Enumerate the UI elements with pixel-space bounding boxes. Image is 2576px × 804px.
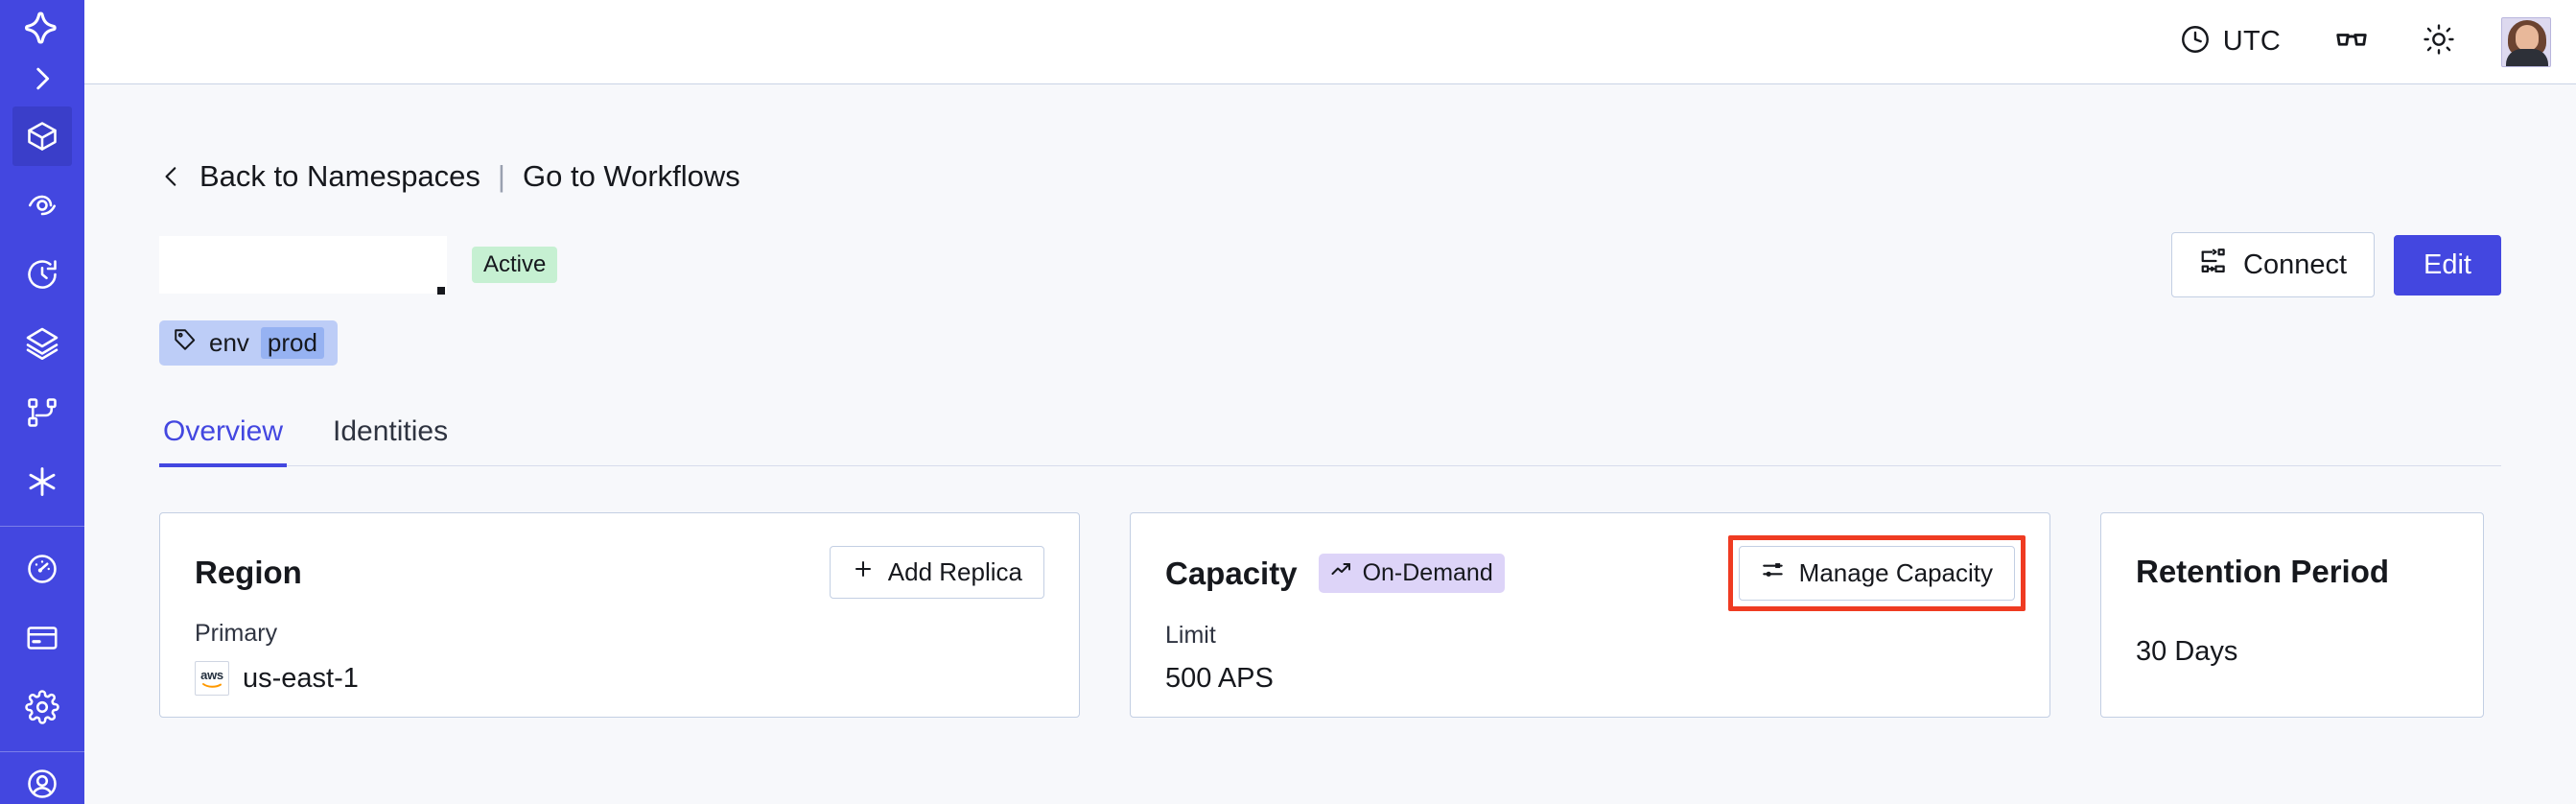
- region-primary-value-row: aws us-east-1: [195, 661, 1044, 696]
- tag-icon: [173, 327, 198, 359]
- sidebar-item-profile[interactable]: [12, 764, 72, 804]
- sidebar-expand-button[interactable]: [0, 56, 84, 102]
- cube-icon: [25, 119, 59, 154]
- temporal-logo-icon: [21, 7, 63, 49]
- edit-button-label: Edit: [2424, 248, 2471, 280]
- region-primary-value: us-east-1: [243, 662, 359, 694]
- region-primary-label: Primary: [195, 620, 278, 647]
- go-to-workflows-link[interactable]: Go to Workflows: [522, 159, 740, 193]
- trend-up-icon: [1330, 558, 1353, 588]
- capacity-limit-label: Limit: [1165, 622, 1216, 649]
- region-card-header: Region Add Replica: [195, 546, 1044, 599]
- aws-icon: aws: [195, 661, 229, 696]
- eye-spiral-icon: [25, 188, 59, 223]
- main-area: UTC: [84, 0, 2576, 804]
- top-bar: UTC: [84, 0, 2576, 84]
- sidebar-item-integrations[interactable]: [12, 452, 72, 511]
- tag-key: env: [209, 328, 249, 357]
- chevron-right-icon: [26, 62, 59, 95]
- credit-card-icon: [25, 621, 59, 655]
- sidebar-item-settings[interactable]: [12, 677, 72, 737]
- page-content: Back to Namespaces | Go to Workflows Act…: [84, 84, 2576, 804]
- avatar[interactable]: [2501, 16, 2551, 67]
- namespace-tags: env prod: [159, 320, 2501, 366]
- capacity-mode-label: On-Demand: [1362, 559, 1493, 586]
- tab-identities[interactable]: Identities: [333, 415, 449, 447]
- sidebar-item-usage[interactable]: [12, 539, 72, 599]
- breadcrumb: Back to Namespaces | Go to Workflows: [159, 159, 2501, 194]
- tag-chip-env[interactable]: env prod: [159, 320, 338, 366]
- retention-card-title: Retention Period: [2136, 554, 2390, 589]
- retention-card: Retention Period 30 Days: [2100, 512, 2484, 718]
- tab-bar: Overview Identities: [159, 415, 2501, 467]
- sun-icon: [2423, 23, 2455, 60]
- clock-arrow-icon: [25, 257, 59, 292]
- chevron-left-icon[interactable]: [159, 160, 184, 193]
- capacity-card: Capacity On-Demand: [1130, 512, 2050, 718]
- sidebar-item-observability[interactable]: [12, 176, 72, 235]
- connect-flow-icon: [2199, 247, 2228, 283]
- sliders-icon: [1761, 557, 1786, 589]
- gear-icon: [25, 690, 59, 724]
- retention-card-header: Retention Period: [2136, 546, 2448, 598]
- glasses-icon: [2334, 22, 2369, 61]
- breadcrumb-divider: |: [497, 159, 505, 193]
- sidebar-secondary-nav: [0, 534, 84, 742]
- theme-toggle-button[interactable]: [2423, 23, 2455, 60]
- user-circle-icon: [25, 767, 59, 801]
- reading-mode-button[interactable]: [2334, 22, 2369, 61]
- sidebar-item-billing[interactable]: [12, 608, 72, 668]
- namespace-name-redacted: [159, 236, 447, 294]
- sidebar-item-namespaces[interactable]: [12, 106, 72, 167]
- add-replica-button[interactable]: Add Replica: [829, 546, 1044, 599]
- region-card-title: Region: [195, 554, 302, 590]
- git-branch-icon: [25, 395, 59, 430]
- avatar-body: [2506, 48, 2548, 66]
- tab-overview[interactable]: Overview: [159, 415, 288, 467]
- sidebar-primary-nav: [0, 102, 84, 516]
- asterisk-icon: [25, 464, 59, 499]
- tag-value: prod: [260, 327, 324, 359]
- region-card: Region Add Replica: [159, 512, 1080, 718]
- overview-cards: Region Add Replica: [159, 512, 2501, 718]
- avatar-face: [2516, 24, 2539, 51]
- namespace-name-artifact: [437, 287, 445, 295]
- left-sidebar: [0, 0, 84, 804]
- capacity-card-action: Manage Capacity: [1727, 535, 2026, 611]
- retention-value: 30 Days: [2136, 636, 2238, 667]
- aws-icon-text: aws: [200, 667, 223, 682]
- capacity-card-title: Capacity: [1165, 555, 1298, 591]
- capacity-mode-badge: On-Demand: [1318, 554, 1505, 593]
- gauge-icon: [25, 552, 59, 586]
- sidebar-item-batch-operations[interactable]: [12, 314, 72, 373]
- app-logo[interactable]: [0, 0, 84, 56]
- timezone-selector[interactable]: UTC: [2179, 23, 2281, 60]
- edit-button[interactable]: Edit: [2394, 234, 2501, 296]
- timezone-label: UTC: [2222, 26, 2281, 57]
- capacity-limit-value: 500 APS: [1165, 663, 1274, 694]
- layers-icon: [25, 326, 59, 361]
- capacity-card-header: Capacity On-Demand: [1165, 535, 2026, 611]
- clock-icon: [2179, 23, 2212, 60]
- manage-capacity-button[interactable]: Manage Capacity: [1738, 546, 2015, 601]
- sidebar-item-schedules[interactable]: [12, 245, 72, 304]
- region-card-action: Add Replica: [829, 546, 1044, 599]
- manage-capacity-label: Manage Capacity: [1798, 558, 1993, 587]
- add-replica-label: Add Replica: [887, 557, 1022, 586]
- sidebar-divider-1: [0, 526, 84, 527]
- sidebar-item-nexus[interactable]: [12, 383, 72, 442]
- connect-button-label: Connect: [2243, 248, 2348, 280]
- namespace-actions: Connect Edit: [2171, 232, 2501, 297]
- plus-icon: [852, 557, 875, 587]
- connect-button[interactable]: Connect: [2171, 232, 2376, 297]
- namespace-title-row: Active Co: [159, 232, 2501, 297]
- status-badge: Active: [472, 247, 558, 283]
- sidebar-divider-2: [0, 750, 84, 752]
- back-to-namespaces-link[interactable]: Back to Namespaces: [199, 159, 480, 193]
